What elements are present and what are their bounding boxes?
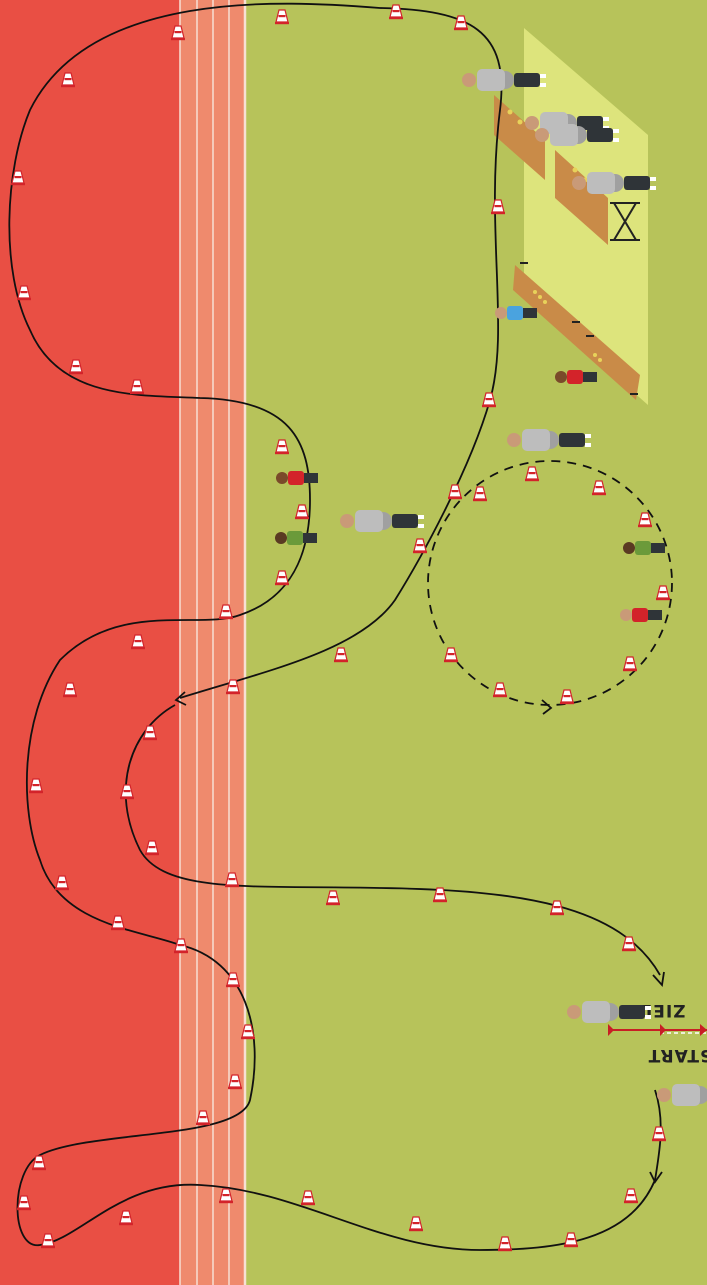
running-track bbox=[0, 0, 180, 1285]
start-label: START bbox=[648, 1045, 707, 1065]
